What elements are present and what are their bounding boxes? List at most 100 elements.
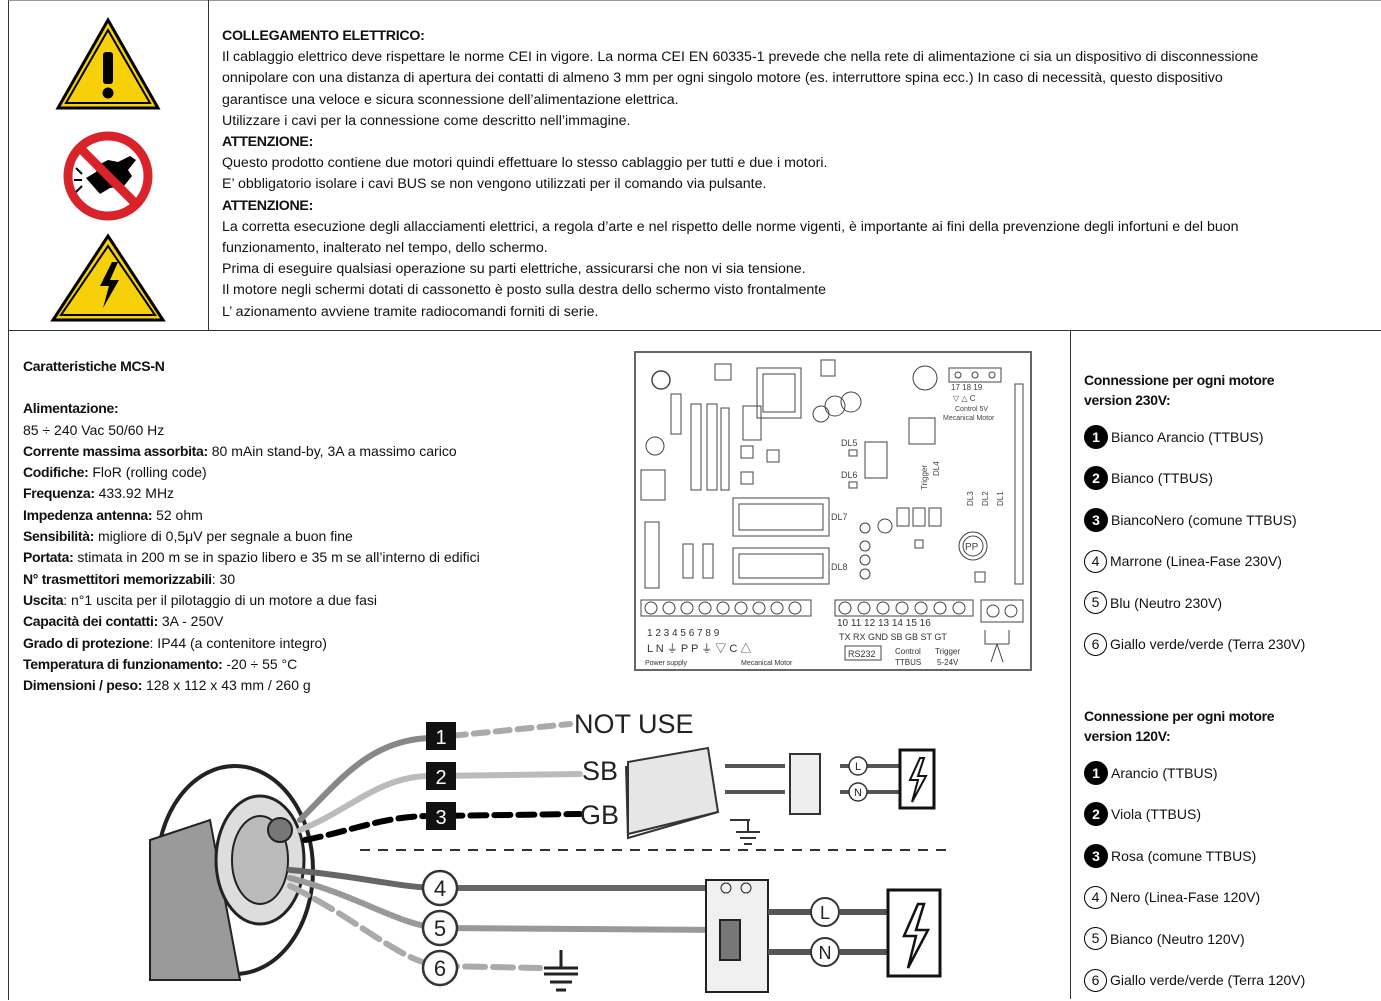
heading-attenzione: ATTENZIONE: bbox=[222, 132, 1372, 153]
wire-number-6: 6 bbox=[1084, 633, 1107, 656]
pcb-dl2: DL2 bbox=[981, 491, 990, 506]
wire-number-4: 4 bbox=[1084, 550, 1107, 573]
wire-color-label: Bianco (TTBUS) bbox=[1111, 470, 1213, 486]
wire-number-5: 5 bbox=[1084, 591, 1107, 614]
pcb-terminal-bus: TX RX GND SB GB ST GT bbox=[839, 632, 947, 642]
main-breaker-N: N bbox=[819, 943, 832, 963]
wire-number-1: 1 bbox=[1084, 761, 1108, 785]
wire-color-label: Nero (Linea-Fase 120V) bbox=[1110, 889, 1260, 905]
motor-tube bbox=[150, 766, 313, 980]
wire-number-6: 6 bbox=[1084, 969, 1107, 992]
warning-triangle-icon bbox=[58, 20, 158, 108]
pcb-board-diagram: 17 18 19 ▽ △ C Control 5V Mecanical Moto… bbox=[633, 350, 1033, 672]
wire-color-label: Giallo verde/verde (Terra 120V) bbox=[1110, 972, 1305, 988]
spec-label: Corrente massima assorbita: bbox=[23, 443, 208, 459]
spec-value: stimata in 200 m se in spazio libero e 3… bbox=[74, 549, 480, 565]
pcb-dl7: DL7 bbox=[831, 512, 848, 522]
power-supply-icon bbox=[888, 890, 940, 976]
pcb-dl6: DL6 bbox=[841, 470, 858, 480]
heading-collegamento: COLLEGAMENTO ELETTRICO: bbox=[222, 26, 1372, 47]
spec-label: Grado di protezione bbox=[23, 635, 150, 651]
conn120-title-2: version 120V: bbox=[1084, 726, 1374, 746]
warning-line: L’ azionamento avviene tramite radiocoma… bbox=[222, 302, 1372, 323]
pcb-dl3: DL3 bbox=[966, 491, 975, 506]
warning-line: E’ obbligatorio isolare i cavi BUS se no… bbox=[222, 174, 1372, 195]
wire-color-label: Giallo verde/verde (Terra 230V) bbox=[1110, 636, 1305, 652]
wire-label-3: 3 bbox=[435, 807, 446, 829]
electric-hazard-icon bbox=[53, 236, 163, 320]
wire-label-1: 1 bbox=[435, 727, 446, 749]
gb-label: GB bbox=[580, 800, 619, 830]
heading-attenzione: ATTENZIONE: bbox=[222, 196, 1372, 217]
wire-color-label: Blu (Neutro 230V) bbox=[1110, 595, 1222, 611]
pcb-top-symbols: ▽ △ C bbox=[953, 394, 976, 403]
spec-value: 52 ohm bbox=[152, 507, 203, 523]
warning-line: garantisce una veloce e sicura sconnessi… bbox=[222, 90, 1372, 111]
warning-line: Utilizzare i cavi per la connessione com… bbox=[222, 111, 1372, 132]
spec-value: migliore di 0,5μV per segnale a buon fin… bbox=[94, 528, 353, 544]
pcb-dl1: DL1 bbox=[996, 491, 1005, 506]
pcb-terminal-numbers: 1 2 3 4 5 6 7 8 9 bbox=[647, 628, 720, 639]
pcb-control: Control bbox=[895, 647, 921, 656]
wire-number-3: 3 bbox=[1084, 508, 1108, 532]
warning-line: funzionamento, inalterato nel tempo, del… bbox=[222, 238, 1372, 259]
conn230-title-1: Connessione per ogni motore bbox=[1084, 370, 1374, 390]
spec-label: Capacità dei contatti: bbox=[23, 613, 158, 629]
wire-label-2: 2 bbox=[435, 767, 446, 789]
wiring-diagram: 1 2 3 NOT USE SB GB L N 4 5 6 L N bbox=[140, 700, 960, 999]
wire-color-label: Marrone (Linea-Fase 230V) bbox=[1110, 553, 1282, 569]
small-breaker bbox=[790, 754, 820, 814]
pcb-mecmot: Mecanical Motor bbox=[943, 415, 995, 422]
spec-value: 85 ÷ 240 Vac 50/60 Hz bbox=[23, 422, 164, 438]
wire-color-label: Bianco Arancio (TTBUS) bbox=[1111, 429, 1264, 445]
main-breaker-L: L bbox=[820, 903, 830, 923]
spec-label: Frequenza: bbox=[23, 485, 95, 501]
spec-label: Impedenza antenna: bbox=[23, 507, 152, 523]
spec-label: Portata: bbox=[23, 549, 74, 565]
warning-line: Il motore negli schermi dotati di casson… bbox=[222, 280, 1372, 301]
pcb-top-nums: 17 18 19 bbox=[951, 383, 983, 392]
warning-line: Il cablaggio elettrico deve rispettare l… bbox=[222, 47, 1372, 68]
pcb-ttbus: TTBUS bbox=[895, 658, 921, 667]
pcb-rs232: RS232 bbox=[848, 649, 876, 659]
spec-label: Sensibilità: bbox=[23, 528, 94, 544]
spec-value: 128 x 112 x 43 mm / 260 g bbox=[142, 677, 311, 693]
spec-value: : n°1 uscita per il pilotaggio di un mot… bbox=[63, 592, 377, 608]
ground-symbol-small bbox=[730, 820, 760, 844]
main-breaker bbox=[706, 880, 768, 992]
pcb-pp: PP bbox=[965, 542, 979, 553]
wire-color-label: Rosa (comune TTBUS) bbox=[1111, 848, 1256, 864]
conn120-title-1: Connessione per ogni motore bbox=[1084, 706, 1374, 726]
warning-line: Prima di eseguire qualsiasi operazione s… bbox=[222, 259, 1372, 280]
wire-number-3: 3 bbox=[1084, 844, 1108, 868]
wire-number-4: 4 bbox=[1084, 886, 1107, 909]
safety-icons-column bbox=[8, 0, 209, 330]
spec-value: FloR (rolling code) bbox=[88, 464, 206, 480]
wire-number-2: 2 bbox=[1084, 802, 1108, 826]
spec-value: : IP44 (a contenitore integro) bbox=[150, 635, 327, 651]
spec-value: -20 ÷ 55 °C bbox=[223, 656, 298, 672]
spec-label: N° trasmettitori memorizzabili bbox=[23, 571, 212, 587]
spec-value: 80 mAin stand-by, 3A a massimo carico bbox=[208, 443, 457, 459]
spec-value: : 30 bbox=[212, 571, 235, 587]
specifications: Caratteristiche MCS-N Alimentazione: 85 … bbox=[23, 356, 623, 696]
wire-number-2: 2 bbox=[1084, 466, 1108, 490]
safety-icons bbox=[8, 0, 208, 330]
no-touch-icon bbox=[68, 136, 148, 216]
pcb-dl4: DL4 bbox=[932, 461, 941, 476]
spec-value: 433.92 MHz bbox=[95, 485, 174, 501]
warning-line: onnipolare con una distanza di apertura … bbox=[222, 68, 1372, 89]
spec-label: Temperatura di funzionamento: bbox=[23, 656, 223, 672]
wire-circle-4: 4 bbox=[434, 876, 446, 901]
pcb-terminal-numbers-2: 10 11 12 13 14 15 16 bbox=[837, 618, 931, 629]
pcb-dl5: DL5 bbox=[841, 438, 858, 448]
pcb-power-supply: Power supply bbox=[645, 660, 688, 667]
